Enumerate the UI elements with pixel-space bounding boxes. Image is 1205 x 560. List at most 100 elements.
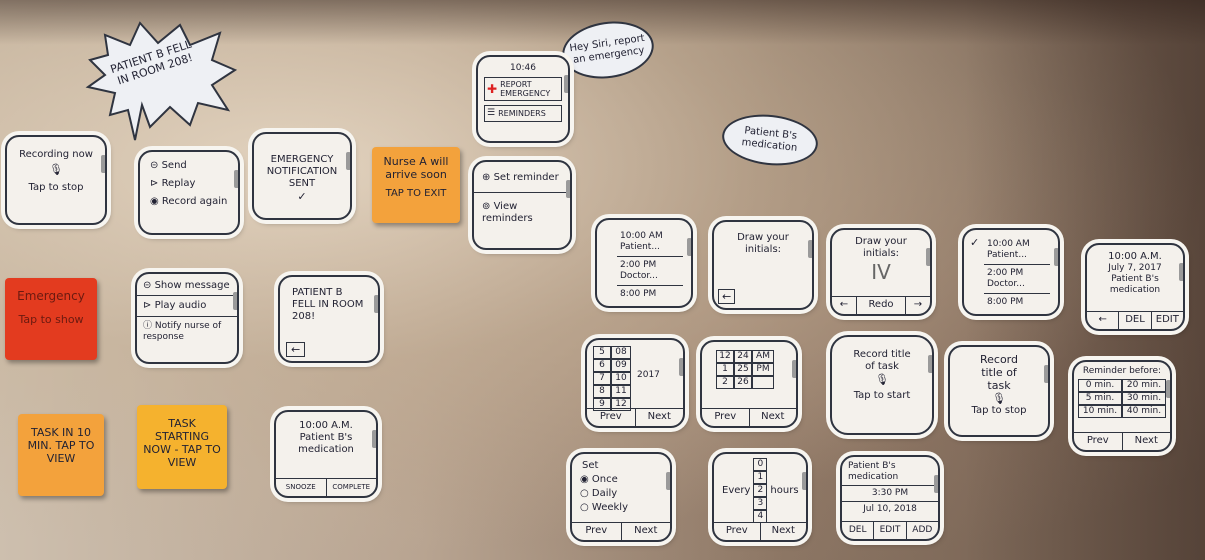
play-audio-option[interactable]: ⊳ Play audio bbox=[137, 296, 237, 317]
snooze-button[interactable]: SNOOZE bbox=[276, 479, 327, 496]
add-button[interactable]: ADD bbox=[912, 525, 933, 535]
hour-cell[interactable]: 1 bbox=[716, 363, 734, 376]
reminder-option[interactable]: 20 min. bbox=[1122, 379, 1166, 392]
record-title-stop-screen[interactable]: Record title of task 🎙 Tap to stop bbox=[948, 345, 1050, 437]
view-reminders-option[interactable]: ⊚ View reminders bbox=[482, 201, 533, 224]
prev-button[interactable]: Prev bbox=[714, 523, 761, 540]
show-menu-screen[interactable]: ⊝ Show message ⊳ Play audio ⓘ Notify nur… bbox=[135, 272, 239, 364]
replay-option[interactable]: ⊳ Replay bbox=[150, 178, 196, 189]
edit-button[interactable]: EDIT bbox=[1155, 314, 1179, 325]
day-cell[interactable]: 08 bbox=[611, 346, 631, 359]
emergency-note[interactable]: Emergency Tap to show bbox=[5, 278, 97, 360]
crown-button[interactable] bbox=[687, 238, 691, 256]
month-cell[interactable]: 9 bbox=[593, 398, 611, 411]
reminder-menu-screen[interactable]: ⊕ Set reminder ⊚ View reminders bbox=[472, 160, 572, 250]
report-emergency-button[interactable]: ✚ REPORT EMERGENCY bbox=[484, 77, 562, 101]
crown-button[interactable] bbox=[802, 472, 806, 490]
day-cell[interactable]: 11 bbox=[611, 385, 631, 398]
crown-button[interactable] bbox=[666, 472, 670, 490]
crown-button[interactable] bbox=[234, 170, 238, 188]
reminder-option[interactable]: 30 min. bbox=[1122, 392, 1166, 405]
day-cell[interactable]: 09 bbox=[611, 359, 631, 372]
month-cell[interactable]: 6 bbox=[593, 359, 611, 372]
reminder-before-screen[interactable]: Reminder before: 0 min. 20 min. 5 min. 3… bbox=[1072, 360, 1172, 452]
edit-button[interactable]: EDIT bbox=[874, 522, 907, 539]
schedule-row[interactable]: 2:00 PM Doctor... bbox=[984, 265, 1050, 294]
set-frequency-screen[interactable]: Set ◉ Once ○ Daily ○ Weekly Prev Next bbox=[570, 452, 672, 542]
record-again-option[interactable]: ◉ Record again bbox=[150, 196, 228, 207]
next-button[interactable]: Next bbox=[1134, 435, 1158, 446]
schedule-row[interactable]: 8:00 PM bbox=[620, 289, 657, 299]
month-cell[interactable]: 5 bbox=[593, 346, 611, 359]
draw-initials-filled-screen[interactable]: Draw your initials: IV ← Redo → bbox=[830, 228, 932, 316]
home-screen[interactable]: 10:46 ✚ REPORT EMERGENCY ☰ REMINDERS bbox=[476, 55, 570, 143]
hour-cell[interactable]: 2 bbox=[716, 376, 734, 389]
tap-to-show[interactable]: Tap to show bbox=[18, 313, 84, 326]
crown-button[interactable] bbox=[679, 358, 683, 376]
back-button[interactable]: ← bbox=[832, 297, 857, 314]
minute-cell[interactable]: 25 bbox=[734, 363, 752, 376]
month-cell[interactable]: 7 bbox=[593, 372, 611, 385]
date-picker-screen[interactable]: 5 6 7 8 9 08 09 10 11 12 2017 Prev Next bbox=[585, 338, 685, 428]
forward-button[interactable]: → bbox=[913, 299, 923, 310]
minute-cell[interactable]: 26 bbox=[734, 376, 752, 389]
prev-button[interactable]: Prev bbox=[572, 523, 622, 540]
task-now-note[interactable]: TASK STARTING NOW - TAP TO VIEW bbox=[137, 405, 227, 489]
crown-button[interactable] bbox=[233, 292, 237, 310]
tap-to-stop[interactable]: Tap to stop bbox=[28, 182, 84, 193]
tap-to-exit[interactable]: TAP TO EXIT bbox=[385, 188, 447, 199]
schedule-row[interactable]: 10:00 AM Patient... bbox=[617, 228, 683, 257]
back-button[interactable]: ← bbox=[1087, 312, 1120, 329]
crown-button[interactable] bbox=[564, 75, 568, 93]
reminders-button[interactable]: ☰ REMINDERS bbox=[484, 105, 562, 122]
crown-button[interactable] bbox=[566, 180, 570, 198]
reminder-option[interactable]: 10 min. bbox=[1078, 405, 1122, 418]
record-title-start-screen[interactable]: Record title of task 🎙 Tap to start bbox=[830, 335, 934, 435]
month-cell[interactable]: 8 bbox=[593, 385, 611, 398]
tap-to-start[interactable]: Tap to start bbox=[853, 390, 911, 401]
time-picker-screen[interactable]: 12 24 AM 1 25 PM 2 26 Prev Next bbox=[700, 340, 798, 428]
hour-value[interactable]: 1 bbox=[753, 471, 768, 484]
daily-radio[interactable]: ○ Daily bbox=[580, 488, 618, 499]
send-option[interactable]: ⊝ Send bbox=[150, 160, 187, 171]
prev-button[interactable]: Prev bbox=[702, 409, 750, 426]
crown-button[interactable] bbox=[808, 240, 812, 258]
reminder-option[interactable]: 5 min. bbox=[1078, 392, 1122, 405]
summary-screen[interactable]: Patient B's medication 3:30 PM Jul 10, 2… bbox=[840, 455, 940, 541]
hour-cell[interactable]: 12 bbox=[716, 350, 734, 363]
once-radio[interactable]: ◉ Once bbox=[580, 474, 618, 485]
hours-column[interactable]: 0 1 2 3 4 bbox=[753, 458, 768, 523]
every-hours-screen[interactable]: Every 0 1 2 3 4 hours Prev Next bbox=[712, 452, 808, 542]
med-task-screen[interactable]: 10:00 A.M. Patient B's medication SNOOZE… bbox=[274, 410, 378, 498]
reminder-option[interactable]: 0 min. bbox=[1078, 379, 1122, 392]
notify-nurse-option[interactable]: ⓘ Notify nurse of response bbox=[143, 321, 222, 342]
schedule-row[interactable]: 2:00 PM Doctor... bbox=[617, 257, 683, 286]
crown-button[interactable] bbox=[928, 355, 932, 373]
redo-button[interactable]: Redo bbox=[857, 297, 906, 314]
day-cell[interactable]: 10 bbox=[611, 372, 631, 385]
set-reminder-option[interactable]: ⊕ Set reminder bbox=[474, 162, 570, 193]
next-button[interactable]: Next bbox=[647, 411, 671, 422]
day-cell[interactable]: 12 bbox=[611, 398, 631, 411]
next-button[interactable]: Next bbox=[771, 525, 795, 536]
prev-button[interactable]: Prev bbox=[587, 409, 636, 426]
crown-button[interactable] bbox=[372, 430, 376, 448]
ampm-cell[interactable]: AM bbox=[752, 350, 774, 363]
complete-button[interactable]: COMPLETE bbox=[332, 483, 371, 491]
prev-button[interactable]: Prev bbox=[1074, 433, 1123, 450]
reminder-option[interactable]: 40 min. bbox=[1122, 405, 1166, 418]
hour-value[interactable]: 2 bbox=[753, 484, 768, 497]
schedule-row[interactable]: 8:00 PM bbox=[987, 297, 1024, 307]
nurse-arrival-note[interactable]: Nurse A will arrive soon TAP TO EXIT bbox=[372, 147, 460, 223]
task-10-note[interactable]: TASK IN 10 MIN. TAP TO VIEW bbox=[18, 414, 104, 496]
tap-to-stop[interactable]: Tap to stop bbox=[971, 405, 1027, 416]
draw-initials-screen[interactable]: Draw your initials: ← bbox=[712, 220, 814, 310]
crown-button[interactable] bbox=[346, 152, 350, 170]
schedule-screen[interactable]: 10:00 AM Patient... 2:00 PM Doctor... 8:… bbox=[595, 218, 693, 308]
crown-button[interactable] bbox=[1054, 248, 1058, 266]
recording-screen[interactable]: Recording now 🎙 Tap to stop bbox=[5, 135, 107, 225]
crown-button[interactable] bbox=[1179, 263, 1183, 281]
reminder-detail-screen[interactable]: 10:00 A.M. July 7, 2017 Patient B's medi… bbox=[1085, 243, 1185, 331]
crown-button[interactable] bbox=[1044, 365, 1048, 383]
ampm-cell[interactable]: PM bbox=[752, 363, 774, 376]
